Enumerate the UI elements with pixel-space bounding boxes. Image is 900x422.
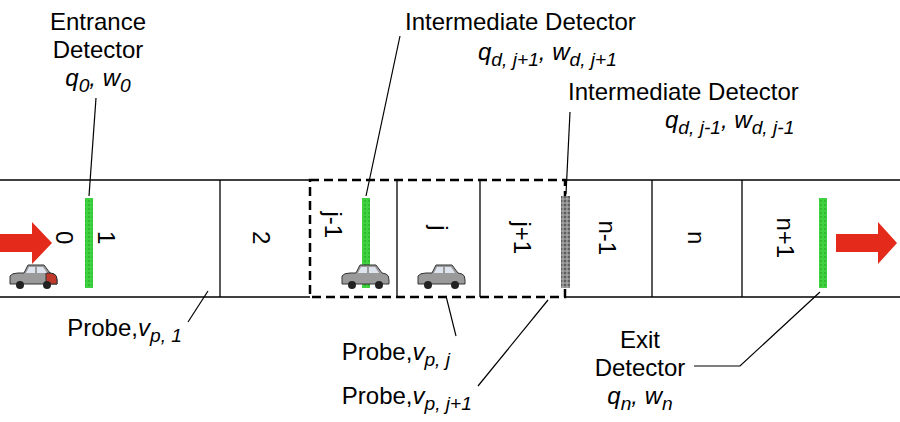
text-run: 2 [249, 231, 276, 244]
detector-label: Entrance Detector [43, 8, 153, 63]
probe-label: Probe,vp, 1 [67, 314, 182, 345]
cell-number: n [683, 231, 711, 244]
text-run: d, j-1 [678, 117, 721, 138]
text-run: n [662, 393, 673, 414]
text-run: v [413, 382, 425, 409]
text-run: q [478, 38, 491, 65]
measure-label: q0, w0 [65, 64, 130, 95]
text-run: q [665, 106, 678, 133]
text-run: , w [89, 64, 120, 91]
detector-label: Exit Detector [588, 326, 692, 381]
text-run: n+1 [772, 218, 799, 259]
text-run: , w [721, 106, 752, 133]
detector-bar [561, 196, 570, 288]
text-run: p, 1 [150, 325, 182, 346]
text-run: v [138, 314, 150, 341]
text-run: j+1 [509, 222, 536, 255]
text-run: j-1 [320, 212, 347, 239]
text-run: d, j-1 [752, 117, 795, 138]
leader-line [89, 36, 820, 386]
cell-number: 1 [93, 231, 121, 244]
cell-boundary [220, 180, 742, 297]
text-run: 0 [120, 75, 131, 96]
text-run: Probe, [67, 314, 138, 341]
text-run: Probe, [342, 382, 413, 409]
text-run: p, j+1 [425, 393, 472, 414]
cell-number: j+1 [508, 222, 536, 255]
text-run: 0 [52, 231, 79, 244]
detector-bar [85, 198, 93, 288]
detector-label: Intermediate Detector [405, 8, 636, 36]
text-run: v [412, 338, 424, 365]
cell-number: 0 [51, 231, 79, 244]
text-run: n [684, 231, 711, 244]
text-run: , w [631, 382, 662, 409]
text-run: d, j+1 [570, 49, 617, 70]
text-run: q [65, 64, 78, 91]
probe-label: Probe,vp, j [342, 338, 450, 369]
text-run: n-1 [594, 221, 621, 256]
text-run: Probe, [342, 338, 413, 365]
road-edge [0, 180, 900, 297]
flow-arrow [836, 222, 897, 264]
text-run: d, j+1 [491, 49, 538, 70]
text-run: j [427, 225, 454, 230]
cell-number: n+1 [771, 218, 799, 259]
car-icon [10, 265, 57, 289]
flow-arrow [0, 222, 52, 264]
car-icon [342, 265, 389, 289]
dashed-window [310, 180, 565, 297]
measure-label: qd, j+1, wd, j+1 [478, 38, 617, 69]
text-run: 1 [94, 231, 121, 244]
text-run: Exit Detector [595, 326, 686, 381]
text-run: , w [539, 38, 570, 65]
detector-bar [819, 198, 827, 288]
text-run: p, j [424, 349, 450, 370]
text-run: q [607, 382, 620, 409]
cell-number: 2 [248, 231, 276, 244]
probe-label: Probe,vp, j+1 [342, 382, 472, 413]
text-run: 0 [79, 75, 90, 96]
cell-number: n-1 [593, 221, 621, 256]
text-run: Intermediate Detector [405, 8, 636, 35]
cell-number: j-1 [319, 212, 347, 239]
measure-label: qd, j-1, wd, j-1 [665, 106, 794, 137]
text-run: Intermediate Detector [568, 78, 799, 105]
detector-label: Intermediate Detector [568, 78, 799, 106]
measure-label: qn, wn [607, 382, 672, 413]
text-run: n [621, 393, 632, 414]
car-icon [418, 265, 465, 289]
cell-number: j [426, 225, 454, 230]
text-run: Entrance Detector [50, 8, 146, 63]
